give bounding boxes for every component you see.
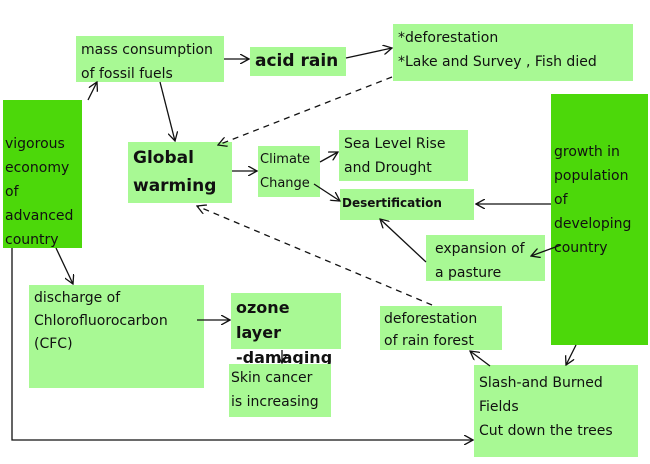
node-desertification: Desertification xyxy=(340,189,474,220)
node-mass-consumption: mass consumption of fossil fuels xyxy=(76,36,224,82)
arrow-pasture-to-desert xyxy=(380,219,427,263)
node-skin-cancer: Skin cancer is increasing xyxy=(229,364,331,417)
node-slash: Slash-and Burned Fields Cut down the tre… xyxy=(474,365,638,457)
node-vigorous-economy: vigorous economy of advanced country xyxy=(3,100,82,248)
arrow-slash-to-rainforest xyxy=(470,351,491,367)
arrow-rainforest-to-warming xyxy=(197,206,433,306)
arrow-climate-to-desert xyxy=(313,183,340,201)
node-rainforest: deforestation of rain forest xyxy=(380,306,502,350)
arrow-economy-to-cfc xyxy=(55,247,73,284)
node-cfc: discharge of Chlorofluorocarbon (CFC) xyxy=(29,285,204,388)
node-acid-rain: acid rain xyxy=(250,47,346,76)
arrow-economy-to-fossil xyxy=(87,82,97,101)
arrow-effects-to-warming xyxy=(218,76,393,145)
arrow-acid-to-effects xyxy=(345,48,392,59)
node-sea-level: Sea Level Rise and Drought xyxy=(339,130,468,181)
node-pasture: expansion of a pasture xyxy=(426,235,545,281)
node-population-growth: growth in population of developing count… xyxy=(551,94,648,345)
arrow-climate-to-sealevel xyxy=(319,152,338,163)
arrow-population-to-pasture xyxy=(531,244,562,256)
arrow-economy-to-slash xyxy=(11,248,473,440)
arrow-fossil-to-warming xyxy=(159,81,175,141)
arrow-population-to-slash xyxy=(566,344,577,365)
node-climate-change: Climate Change xyxy=(258,146,320,197)
node-acid-effects: *deforestation *Lake and Survey , Fish d… xyxy=(393,24,633,81)
node-global-warming: Global warming xyxy=(128,142,232,203)
